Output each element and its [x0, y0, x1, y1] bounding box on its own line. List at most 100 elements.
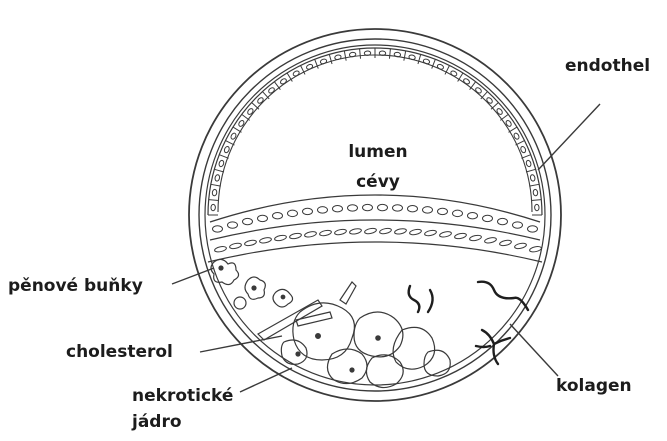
- smooth-muscle-cell: [274, 234, 287, 241]
- smooth-muscle-cell: [484, 237, 497, 244]
- smooth-muscle-cell: [514, 242, 527, 249]
- label-cholesterol: cholesterol: [66, 342, 173, 362]
- cell-border: [226, 141, 235, 145]
- cell-border: [219, 155, 228, 159]
- endothelial-cell: [243, 218, 253, 224]
- cell-border: [491, 102, 498, 109]
- cell-border: [389, 49, 390, 59]
- label-endothel: endothel: [565, 56, 650, 76]
- cell-nucleus: [486, 97, 494, 105]
- lumen-floor: [210, 195, 540, 222]
- smooth-muscle-cell: [439, 231, 452, 238]
- cell-border: [360, 49, 361, 59]
- cell-border: [526, 169, 536, 172]
- foam-cell: [234, 297, 246, 309]
- endothelial-cell: [498, 218, 508, 224]
- cell-nucleus: [437, 63, 445, 70]
- cell-nucleus: [214, 174, 220, 181]
- cell-border: [211, 184, 221, 186]
- cell-nucleus: [349, 52, 356, 57]
- foam-cells: [211, 259, 293, 309]
- smooth-muscle-cell: [334, 228, 347, 235]
- cell-border: [252, 102, 259, 109]
- smooth-muscle-cell: [304, 231, 317, 238]
- cell-nucleus: [292, 70, 300, 77]
- cell-nucleus: [280, 78, 288, 85]
- cell-nucleus: [533, 189, 538, 196]
- endothelial-cell: [468, 213, 478, 219]
- cell-nucleus: [496, 108, 503, 116]
- cell-nucleus: [394, 52, 401, 57]
- cell-nucleus: [450, 70, 458, 77]
- cell-nucleus: [525, 160, 531, 167]
- smooth-muscle-cell: [454, 232, 467, 239]
- cell-nucleus: [218, 160, 224, 167]
- smooth-muscle-cell: [499, 239, 512, 246]
- label-nekroticke: nekrotické: [132, 386, 233, 406]
- endothelial-cell: [528, 226, 538, 232]
- smooth-muscle-cell: [379, 227, 392, 234]
- smooth-muscle-cell: [229, 242, 242, 249]
- smooth-muscle-floor: [208, 242, 542, 262]
- cell-border: [500, 114, 508, 120]
- endothelial-cell: [303, 208, 313, 214]
- cell-border: [329, 54, 332, 64]
- cell-border: [404, 51, 406, 61]
- cell-border: [521, 155, 530, 159]
- cell-nucleus: [257, 97, 265, 105]
- cell-border: [214, 169, 224, 172]
- endothelial-cell: [363, 204, 373, 210]
- endothelial-cell: [228, 222, 238, 228]
- endothelial-cell: [348, 205, 358, 211]
- smooth-muscle-cell: [364, 227, 377, 234]
- endothelial-cell: [258, 215, 268, 221]
- endothelial-cell: [378, 204, 388, 210]
- endothel-floor-lower: [210, 220, 540, 240]
- smooth-muscle-cell: [469, 234, 482, 241]
- endothelial-cell: [408, 206, 418, 212]
- cell-nucleus: [534, 204, 539, 211]
- label-jadro: jádro: [132, 412, 182, 432]
- media-wall: [199, 39, 551, 391]
- smooth-muscle-cell: [424, 229, 437, 236]
- cell-border: [529, 184, 539, 186]
- endothelial-cell: [273, 213, 283, 219]
- cell-border: [418, 54, 421, 64]
- cell-nucleus: [268, 87, 276, 94]
- smooth-muscle-cell: [409, 228, 422, 235]
- cell-nucleus: [520, 146, 527, 154]
- cell-border: [242, 114, 250, 120]
- smooth-muscle-cell: [394, 228, 407, 235]
- cell-border: [233, 127, 242, 132]
- endothelial-cell: [423, 207, 433, 213]
- smooth-muscle-cell: [289, 232, 302, 239]
- outer-wall: [189, 29, 561, 401]
- cell-border: [262, 92, 269, 99]
- cell-nucleus: [247, 108, 254, 116]
- smooth-muscle-cell: [244, 239, 257, 246]
- cell-nucleus: [223, 146, 230, 154]
- cell-border: [531, 200, 541, 201]
- label-cevy: cévy: [338, 172, 418, 192]
- cell-nucleus: [306, 63, 314, 70]
- label-penove-bunky: pěnové buňky: [8, 276, 143, 296]
- endothelial-cell: [438, 208, 448, 214]
- endothelial-cell: [333, 206, 343, 212]
- cell-nucleus: [463, 78, 471, 85]
- smooth-muscle-cell: [259, 237, 272, 244]
- endothelial-cell: [318, 207, 328, 213]
- endothelial-cell: [453, 210, 463, 216]
- smooth-muscle-cell: [214, 246, 227, 253]
- cholesterol-crystals: [258, 282, 356, 340]
- cell-border: [481, 92, 488, 99]
- cell-nucleus: [320, 58, 327, 64]
- cell-nucleus: [530, 174, 536, 181]
- endothelial-cell: [288, 210, 298, 216]
- cell-border: [344, 51, 346, 61]
- endothelial-cell: [483, 215, 493, 221]
- inner-elastic-lamina: [205, 45, 545, 385]
- cell-nucleus: [423, 58, 430, 64]
- label-kolagen: kolagen: [556, 376, 632, 396]
- cell-nucleus: [211, 204, 216, 211]
